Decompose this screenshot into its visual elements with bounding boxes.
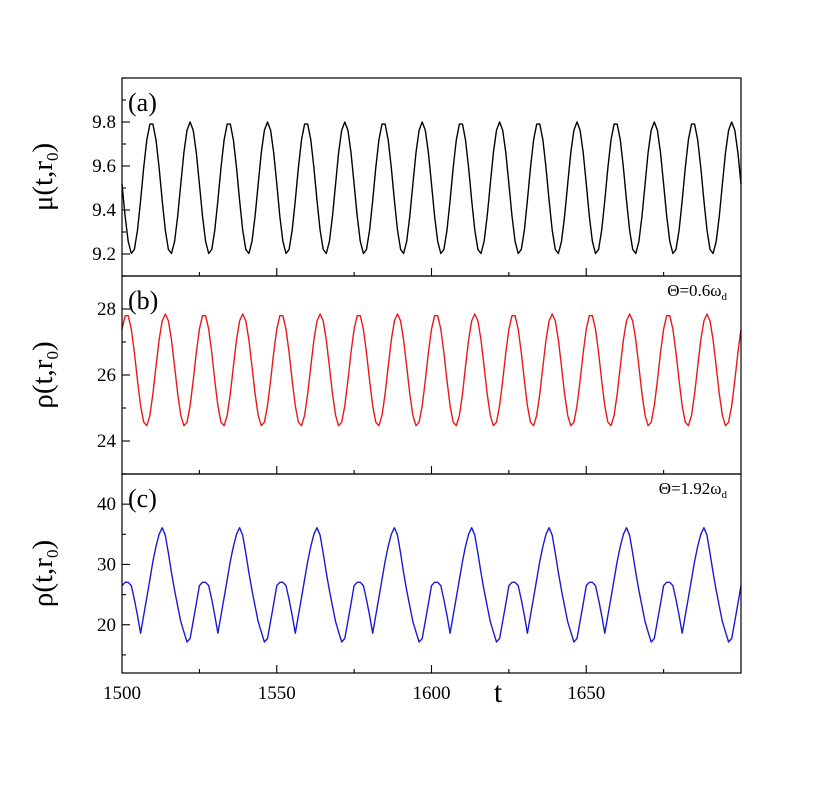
y-tick-label: 28 bbox=[97, 299, 116, 320]
series-line-1-1 bbox=[121, 121, 742, 255]
y-tick-label: 9.6 bbox=[92, 156, 116, 177]
y-tick-label: 24 bbox=[97, 431, 117, 452]
panel-frame bbox=[121, 473, 742, 674]
y-tick-label: 20 bbox=[97, 615, 116, 636]
y-tick-label: 40 bbox=[97, 494, 116, 515]
y-tick-label: 9.4 bbox=[92, 200, 116, 221]
y-axis-label: ρ(t,r0) bbox=[27, 341, 62, 408]
parameter-annotation: Θ=0.6ωd bbox=[667, 281, 727, 303]
x-tick-label: 1550 bbox=[258, 683, 296, 704]
series-line-2-1 bbox=[121, 313, 742, 427]
x-axis: 1500 1550 1600 1650 bbox=[103, 683, 605, 704]
series-line-3-1 bbox=[121, 527, 742, 643]
y-tick-label: 26 bbox=[97, 365, 116, 386]
y-tick-label: 9.8 bbox=[92, 112, 116, 133]
chart-panels: 9.2 9.4 9.6 9.8 (a) μ(t,r0) 24 26 28 (b) Θ=0.6ωd ρ(… bbox=[27, 77, 742, 674]
panel-label: (b) bbox=[128, 286, 158, 315]
panel-label: (a) bbox=[128, 88, 157, 117]
y-axis-label: μ(t,r0) bbox=[27, 143, 62, 211]
x-tick-label: 1500 bbox=[103, 683, 141, 704]
x-tick-label: 1650 bbox=[567, 683, 605, 704]
y-tick-label: 9.2 bbox=[92, 244, 116, 265]
y-axis-label: ρ(t,r0) bbox=[27, 540, 62, 607]
panel-2: 24 26 28 (b) Θ=0.6ωd ρ(t,r0) bbox=[27, 275, 742, 475]
parameter-annotation: Θ=1.92ωd bbox=[659, 479, 728, 501]
panel-3: 20 30 40 (c) Θ=1.92ωd ρ(t,r0) bbox=[27, 473, 742, 674]
x-axis-label: t bbox=[494, 676, 503, 709]
panel-1: 9.2 9.4 9.6 9.8 (a) μ(t,r0) bbox=[27, 77, 742, 277]
panel-label: (c) bbox=[128, 484, 157, 513]
x-tick-label: 1600 bbox=[413, 683, 451, 704]
y-tick-label: 30 bbox=[97, 554, 116, 575]
